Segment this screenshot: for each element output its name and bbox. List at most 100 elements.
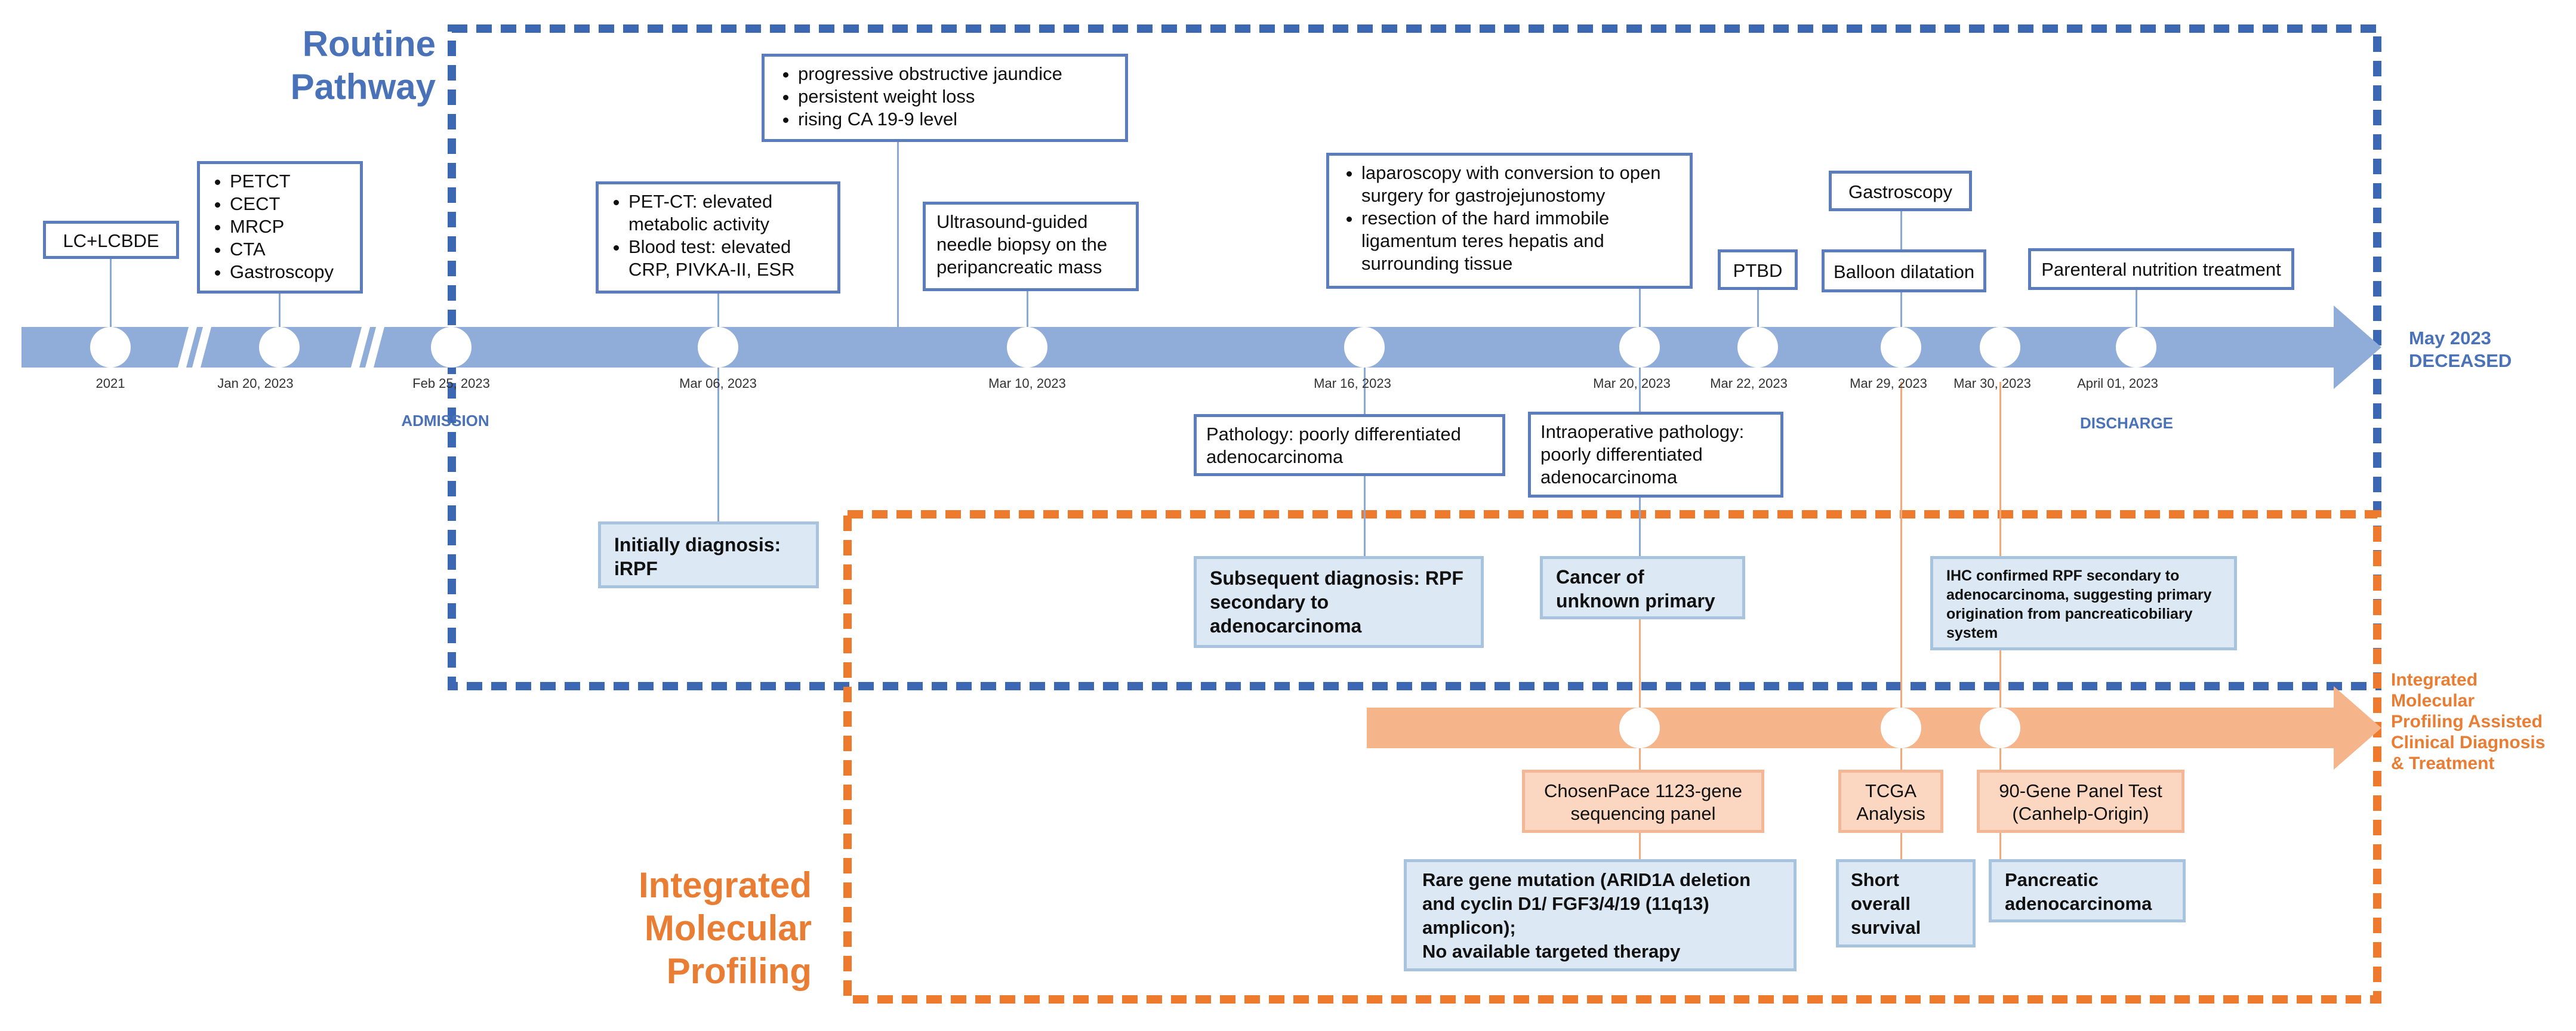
subsequent-diagnosis-box: Subsequent diagnosis: RPF secondary to a…: [1194, 556, 1484, 648]
ihc-text: IHC confirmed RPF secondary to adenocarc…: [1946, 567, 2212, 641]
orange-label-line-3: Profiling Assisted: [2391, 712, 2543, 731]
biopsy-box: Ultrasound-guided needle biopsy on the p…: [923, 202, 1139, 291]
lc-lcbde-text: LC+LCBDE: [63, 230, 159, 251]
routine-pathway-frame: [448, 24, 2381, 690]
mar06-finding-item: Blood test: elevated CRP, PIVKA-II, ESR: [628, 236, 829, 281]
molecular-node-mar29: [1881, 708, 1921, 748]
lc-lcbde-box: LC+LCBDE: [43, 221, 179, 259]
node-mar06: [698, 327, 738, 368]
node-mar10: [1007, 327, 1047, 368]
no-targeted-therapy-text: No available targeted therapy: [1422, 941, 1681, 962]
node-2021: [90, 327, 131, 368]
connector-parenteral: [2136, 289, 2137, 347]
gene90-text: 90-Gene Panel Test (Canhelp-Origin): [1999, 780, 2162, 824]
integrated-title-line-1: Integrated: [638, 865, 812, 905]
date-mar29: Mar 29, 2023: [1850, 376, 1927, 391]
connector-biopsy: [1027, 290, 1028, 347]
survival-box: Short overall survival: [1836, 859, 1976, 947]
gene90-box: 90-Gene Panel Test (Canhelp-Origin): [1977, 770, 2184, 833]
intraop-pathology-text: Intraoperative pathology: poorly differe…: [1540, 421, 1745, 487]
mar06-findings-box: PET-CT: elevated metabolic activity Bloo…: [596, 181, 840, 294]
mar06-finding-item: PET-CT: elevated metabolic activity: [628, 190, 829, 236]
parenteral-box: Parenteral nutrition treatment: [2028, 248, 2294, 290]
node-mar20: [1619, 327, 1660, 368]
node-mar16: [1344, 327, 1385, 368]
surgery-box: laparoscopy with conversion to open surg…: [1326, 153, 1693, 289]
jan-exam-item: CTA: [230, 238, 352, 261]
tcga-text: TCGA Analysis: [1856, 780, 1925, 824]
survival-text: Short overall survival: [1851, 869, 1921, 938]
symptoms-box: progressive obstructive jaundice persist…: [762, 54, 1128, 142]
date-mar22: Mar 22, 2023: [1710, 376, 1788, 391]
subsequent-diagnosis-text: Subsequent diagnosis: RPF secondary to a…: [1210, 567, 1463, 637]
integrated-profiling-frame: [843, 510, 2381, 1004]
routine-title-line-1: Routine: [302, 24, 436, 64]
orange-label-line-2: Molecular: [2391, 691, 2475, 711]
rare-mutation-text: Rare gene mutation (ARID1A deletion and …: [1422, 869, 1751, 938]
end-label-status: DECEASED: [2409, 350, 2512, 371]
ptbd-text: PTBD: [1733, 260, 1783, 281]
date-mar20: Mar 20, 2023: [1593, 376, 1671, 391]
node-mar30: [1980, 327, 2020, 368]
pathology-text: Pathology: poorly differentiated adenoca…: [1206, 424, 1461, 467]
cup-box: Cancer of unknown primary: [1540, 556, 1745, 619]
parenteral-text: Parenteral nutrition treatment: [2041, 259, 2281, 280]
symptom-item: rising CA 19-9 level: [798, 108, 1113, 131]
node-mar22: [1737, 327, 1778, 368]
date-jan20: Jan 20, 2023: [217, 376, 294, 391]
balloon-box: Balloon dilatation: [1822, 249, 1986, 292]
symptom-item: progressive obstructive jaundice: [798, 63, 1113, 85]
biopsy-text: Ultrasound-guided needle biopsy on the p…: [936, 211, 1108, 277]
pancreatic-box: Pancreatic adenocarcinoma: [1989, 859, 2186, 922]
admission-label: ADMISSION: [401, 412, 489, 430]
connector-mar06-bottom: [717, 347, 719, 523]
ihc-box: IHC confirmed RPF secondary to adenocarc…: [1930, 556, 2237, 650]
initial-diagnosis-box: Initially diagnosis: iRPF: [598, 521, 819, 588]
date-mar30: Mar 30, 2023: [1953, 376, 2031, 391]
orange-arrow-label: Integrated Molecular Profiling Assisted …: [2391, 669, 2545, 774]
node-mar29: [1881, 327, 1921, 368]
gastroscopy-box: Gastroscopy: [1829, 171, 1972, 211]
pancreatic-text: Pancreatic adenocarcinoma: [2005, 869, 2152, 914]
node-jan20: [259, 327, 300, 368]
orange-label-line-4: Clinical Diagnosis: [2391, 733, 2546, 752]
intraop-pathology-box: Intraoperative pathology: poorly differe…: [1528, 412, 1783, 498]
connector-lc: [110, 258, 112, 347]
symptom-item: persistent weight loss: [798, 85, 1113, 108]
date-mar16: Mar 16, 2023: [1314, 376, 1391, 391]
chosenpace-text: ChosenPace 1123-gene sequencing panel: [1543, 780, 1743, 824]
orange-label-line-5: & Treatment: [2391, 754, 2495, 773]
connector-mar29-orange: [1900, 382, 1902, 862]
gastroscopy-text: Gastroscopy: [1848, 181, 1952, 202]
cup-text: Cancer of unknown primary: [1556, 566, 1715, 612]
connector-symptoms: [897, 140, 899, 327]
chosenpace-box: ChosenPace 1123-gene sequencing panel: [1522, 770, 1764, 833]
molecular-node-mar20: [1619, 708, 1660, 748]
balloon-text: Balloon dilatation: [1833, 261, 1975, 282]
pathology-box: Pathology: poorly differentiated adenoca…: [1194, 414, 1505, 476]
end-label: May 2023 DECEASED: [2409, 327, 2512, 372]
molecular-node-mar30: [1980, 708, 2020, 748]
routine-pathway-title: Routine Pathway: [263, 23, 436, 109]
connector-mar06-top: [717, 292, 719, 347]
routine-title-line-2: Pathway: [290, 67, 436, 107]
jan-exams-box: PETCT CECT MRCP CTA Gastroscopy: [197, 161, 363, 294]
date-feb25: Feb 25, 2023: [412, 376, 490, 391]
date-mar10: Mar 10, 2023: [988, 376, 1066, 391]
node-feb25: [431, 327, 472, 368]
jan-exam-item: MRCP: [230, 215, 352, 238]
integrated-molecular-title: Integrated Molecular Profiling: [573, 864, 812, 993]
jan-exam-item: Gastroscopy: [230, 261, 352, 283]
end-label-date: May 2023: [2409, 328, 2491, 348]
integrated-title-line-2: Molecular: [644, 908, 812, 948]
connector-gastro: [1900, 210, 1902, 258]
jan-exam-item: CECT: [230, 193, 352, 215]
connector-surgery: [1639, 288, 1641, 347]
date-apr01: April 01, 2023: [2077, 376, 2158, 391]
tcga-box: TCGA Analysis: [1838, 770, 1943, 833]
surgery-item: laparoscopy with conversion to open surg…: [1361, 162, 1679, 207]
ptbd-box: PTBD: [1718, 249, 1798, 290]
